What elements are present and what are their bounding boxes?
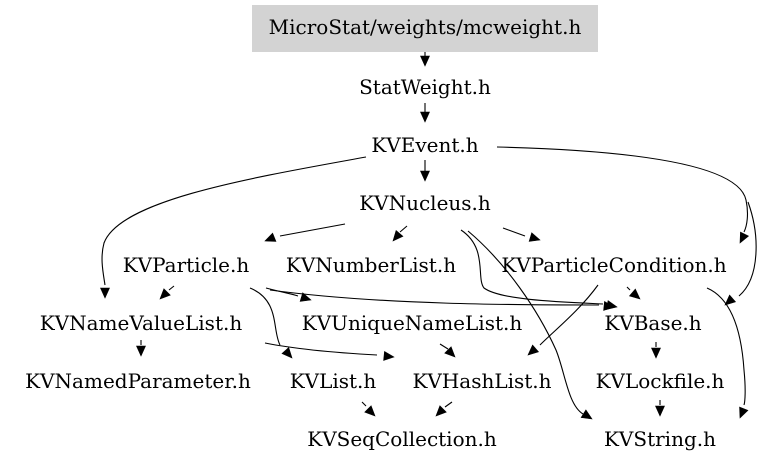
edge-line bbox=[265, 287, 299, 297]
arrowhead bbox=[444, 346, 456, 358]
arrowhead bbox=[264, 232, 277, 242]
edge-kvparticlecondition-to-kvbase bbox=[626, 286, 641, 300]
arrowhead bbox=[420, 111, 430, 123]
edge-kvparticle-to-kvlist bbox=[249, 287, 293, 359]
arrowhead bbox=[655, 405, 665, 417]
edge-line bbox=[279, 223, 346, 237]
node-kvevent[interactable]: KVEvent.h bbox=[371, 133, 478, 157]
edge-kvparticlecondition-to-kvhashlist bbox=[527, 284, 599, 356]
edge-kvparticlecondition-to-kvstring bbox=[706, 287, 749, 419]
edge-kvnamevaluelist-to-kvhashlist bbox=[264, 342, 395, 361]
arrowhead bbox=[420, 55, 430, 67]
edge-kvbase-to-kvlockfile bbox=[651, 342, 661, 359]
edge-kvevent-to-kvbase bbox=[724, 201, 757, 306]
edge-line bbox=[502, 227, 526, 237]
edge-kvlist-to-kvseqcollection bbox=[361, 401, 376, 417]
arrowhead bbox=[739, 406, 749, 419]
arrowhead bbox=[364, 405, 376, 417]
edge-line bbox=[467, 230, 584, 415]
arrowhead bbox=[528, 232, 541, 242]
edge-kvevent-to-kvnucleus bbox=[420, 160, 430, 182]
node-layer: MicroStat/weights/mcweight.hStatWeight.h… bbox=[25, 15, 727, 451]
node-kvlist[interactable]: KVList.h bbox=[290, 369, 377, 393]
edge-line bbox=[444, 401, 453, 408]
edge-layer bbox=[100, 52, 757, 420]
node-kvparticlecondition[interactable]: KVParticleCondition.h bbox=[501, 253, 726, 277]
arrowhead bbox=[281, 347, 293, 359]
arrowhead bbox=[580, 409, 593, 420]
arrowhead bbox=[299, 292, 312, 302]
arrowhead bbox=[724, 294, 737, 306]
edge-kvhashlist-to-kvseqcollection bbox=[435, 401, 453, 417]
arrowhead bbox=[739, 231, 750, 244]
arrowhead bbox=[527, 344, 540, 356]
node-kvnamevaluelist[interactable]: KVNameValueList.h bbox=[40, 311, 243, 335]
arrowhead bbox=[100, 287, 110, 299]
edge-kvparticle-to-kvnamevaluelist bbox=[159, 285, 175, 300]
arrowhead bbox=[435, 405, 447, 417]
edge-statweight-to-kvevent bbox=[420, 103, 430, 123]
edge-line bbox=[539, 284, 599, 346]
edge-kvnucleus-to-kvparticle bbox=[264, 223, 346, 242]
edge-kvparticle-to-kvuniquenamelist bbox=[265, 287, 312, 302]
node-kvnucleus[interactable]: KVNucleus.h bbox=[359, 191, 491, 215]
edge-line bbox=[706, 287, 746, 406]
node-kvhashlist[interactable]: KVHashList.h bbox=[412, 369, 551, 393]
node-kvuniquenamelist[interactable]: KVUniqueNameList.h bbox=[302, 311, 523, 335]
edge-kvparticle-to-kvbase bbox=[269, 289, 615, 311]
edge-line bbox=[439, 343, 449, 350]
arrowhead bbox=[603, 301, 615, 311]
edge-kvevent-to-kvparticlecondition bbox=[496, 146, 750, 244]
arrowhead bbox=[383, 351, 395, 361]
edge-kvnucleus-to-kvstring bbox=[467, 230, 593, 420]
root-node-highlight bbox=[252, 5, 598, 52]
edge-line bbox=[168, 285, 175, 291]
node-kvparticle[interactable]: KVParticle.h bbox=[123, 253, 250, 277]
node-statweight[interactable]: StatWeight.h bbox=[359, 75, 491, 99]
edge-kvuniquenamelist-to-kvhashlist bbox=[439, 343, 456, 358]
edge-line bbox=[399, 225, 408, 233]
edge-line bbox=[269, 289, 600, 306]
edge-line bbox=[249, 287, 281, 346]
edge-line bbox=[264, 342, 378, 356]
node-kvnamedparameter[interactable]: KVNamedParameter.h bbox=[25, 369, 251, 393]
arrowhead bbox=[159, 288, 171, 300]
arrowhead bbox=[628, 288, 641, 300]
node-kvseqcollection[interactable]: KVSeqCollection.h bbox=[307, 427, 497, 451]
edge-kvnamevaluelist-to-kvnamedparameter bbox=[136, 340, 146, 357]
node-kvstring[interactable]: KVString.h bbox=[604, 427, 716, 451]
arrowhead bbox=[136, 345, 146, 357]
edge-line bbox=[496, 146, 749, 233]
node-kvnumberlist[interactable]: KVNumberList.h bbox=[286, 253, 456, 277]
node-root[interactable]: MicroStat/weights/mcweight.h bbox=[269, 15, 582, 39]
edge-kvevent-to-kvnamevaluelist bbox=[100, 156, 367, 299]
edge-kvlockfile-to-kvstring bbox=[655, 400, 665, 417]
edge-line bbox=[460, 229, 604, 305]
edge-kvnucleus-to-kvnumberlist bbox=[392, 225, 408, 242]
edge-root-to-statweight bbox=[420, 52, 430, 67]
edge-line bbox=[626, 286, 631, 291]
node-kvbase[interactable]: KVBase.h bbox=[604, 311, 701, 335]
edge-kvnucleus-to-kvparticlecondition bbox=[502, 227, 541, 242]
arrowhead bbox=[420, 170, 430, 182]
node-kvlockfile[interactable]: KVLockfile.h bbox=[596, 369, 725, 393]
edge-line bbox=[101, 156, 367, 286]
edge-line bbox=[738, 201, 757, 297]
arrowhead bbox=[651, 347, 661, 359]
edge-line bbox=[361, 401, 367, 407]
arrowhead bbox=[392, 229, 404, 242]
